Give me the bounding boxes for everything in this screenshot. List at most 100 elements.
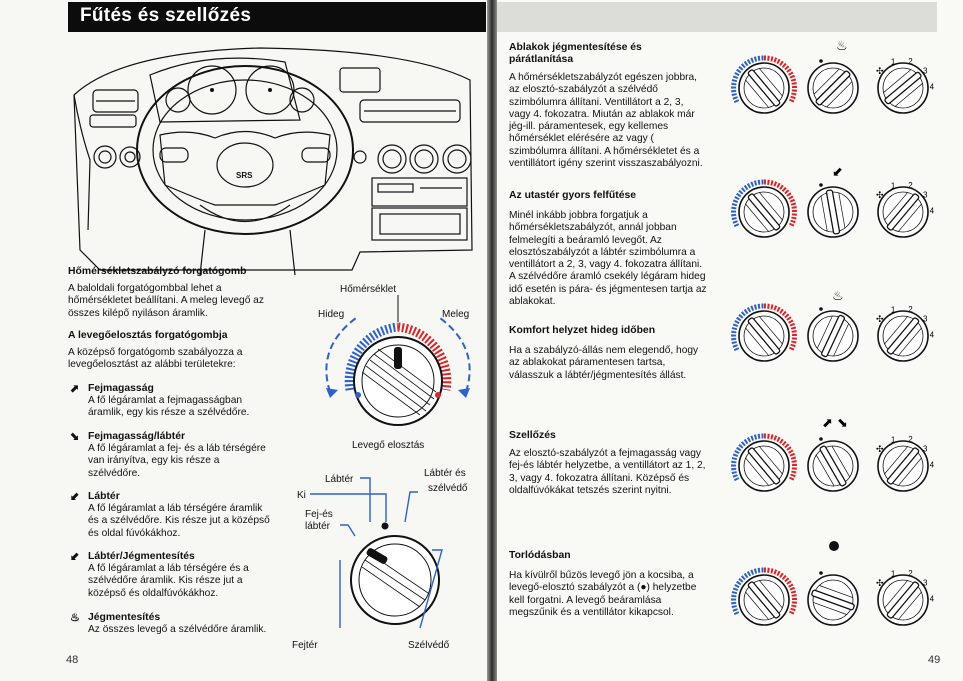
fan-speed-number: 3 (923, 578, 928, 587)
fan-speed-number: 1 (891, 306, 896, 315)
recirculation-dot-icon (829, 541, 839, 551)
fan-speed-number: 1 (891, 58, 896, 67)
dist-knob (807, 307, 859, 362)
fan-speed-number: 4 (930, 330, 935, 339)
cold-label: Hideg (318, 309, 344, 320)
fan-speed-number: 2 (908, 57, 913, 66)
foot-icon: ⬋ (832, 165, 843, 180)
fej-es-labter-line: lábtér (305, 521, 331, 532)
page-title: Fűtés és szellőzés (80, 5, 252, 26)
fan-speed-number: 3 (923, 190, 928, 199)
ventilation-text: Az elosztó-szabályzót a fejmagasság vagy… (509, 448, 706, 496)
szelvedo-label: Szélvédő (408, 640, 450, 651)
item-text: Az összes levegő a szélvédőre áramlik. (88, 624, 267, 635)
fan-knob: 1 2 34 ✣ (876, 305, 935, 362)
title-bar (68, 2, 486, 32)
temp-knob (731, 55, 797, 114)
fan-knob: 1 2 34 ✣ (876, 181, 935, 238)
fan-speed-number: 1 (891, 436, 896, 445)
fan-speed-number: 2 (908, 569, 913, 578)
temp-knob (731, 179, 797, 238)
defrost-icon: ♨ (836, 39, 848, 54)
temp-knob-heading: Hőmérsékletszabályzó forgatógomb (68, 266, 247, 277)
fan-speed-number: 1 (891, 182, 896, 191)
item-text: A fő légáramlat a fejmagasságban áramlik… (88, 395, 250, 419)
fast-heat-text: Minél inkább jobbra forgatjuk a hőmérsék… (509, 210, 707, 308)
fan-speed-number: 3 (923, 314, 928, 323)
ventilation-heading: Szellőzés (509, 430, 556, 441)
fan-icon: ✣ (876, 315, 884, 325)
fan-speed-number: 3 (923, 66, 928, 75)
dist-knob-heading: A levegőelosztás forgatógombja (68, 330, 228, 341)
dashboard-illustration: SRS (73, 47, 473, 276)
temp-knob (731, 567, 797, 626)
fej-es-labter-line: Fej-és (305, 509, 333, 520)
fan-speed-number: 4 (930, 206, 935, 215)
labter-label: Lábtér (325, 474, 354, 485)
foot-defrost-icon: ⬋ (70, 551, 80, 563)
temp-knob (731, 433, 797, 492)
fan-speed-number: 2 (908, 305, 913, 314)
fan-speed-number: 2 (908, 435, 913, 444)
item-title: Lábtér (88, 491, 120, 502)
face-foot-icon: ⬈ ⬊ (822, 416, 848, 431)
item-title: Fejmagasság (88, 383, 154, 394)
dist-knob (807, 183, 859, 238)
dist-knob-text: A középső forgatógomb szabályozza a leve… (68, 347, 243, 371)
fan-icon: ✣ (876, 445, 884, 455)
face-vent-icon: ⬈ (70, 383, 80, 395)
defrost-text: A hőmérsékletszabályzót egészen jobbra, … (509, 72, 703, 170)
labter-es-szelvedo-line: Lábtér és (424, 468, 466, 479)
fan-icon: ✣ (876, 67, 884, 77)
fan-speed-number: 4 (930, 460, 935, 469)
labter-es-szelvedo-label: Lábtér és szélvédő (424, 468, 468, 494)
item-text: A fő légáramlat a láb térségére és a szé… (88, 563, 249, 599)
traffic-heading: Torlódásban (509, 550, 571, 561)
fan-knob: 1 2 34 ✣ (876, 57, 935, 114)
item-title: Lábtér/Jégmentesítés (88, 551, 195, 562)
temperature-dial-figure: Hőmérséklet Hideg Meleg Levegő elosztás (318, 284, 471, 451)
item-title: Jégmentesítés (88, 612, 161, 623)
traffic-text: Ha kívülről bűzös levegő jön a kocsiba, … (509, 570, 697, 618)
foot-defrost-icon: ♨ (832, 289, 844, 304)
fan-icon: ✣ (876, 191, 884, 201)
warm-label: Meleg (442, 309, 469, 320)
item-text: A fő légáramlat a láb térségére áramlik … (88, 503, 270, 539)
dist-caption: Levegő elosztás (352, 440, 424, 451)
comfort-text: Ha a szabályzó-állás nem elegendő, hogy … (509, 345, 699, 381)
fej-es-labter-label: Fej-és lábtér (305, 509, 336, 532)
page-number: 48 (66, 654, 79, 666)
left-page: Fűtés és szellőzés (0, 0, 487, 681)
srs-label: SRS (236, 171, 253, 180)
labter-es-szelvedo-line: szélvédő (428, 483, 468, 494)
fan-speed-number: 1 (891, 570, 896, 579)
title-rule (497, 2, 937, 32)
temp-knob (731, 303, 797, 362)
fejter-label: Fejtér (292, 640, 318, 651)
page-number: 49 (928, 654, 941, 666)
fan-speed-number: 4 (930, 82, 935, 91)
dist-knob (807, 59, 859, 114)
fan-knob: 1 2 34 ✣ (876, 435, 935, 492)
fan-speed-number: 2 (908, 181, 913, 190)
temp-knob-text: A baloldali forgatógombbal lehet a hőmér… (68, 283, 264, 319)
item-text: A fő légáramlat a fej- és a láb térségér… (88, 443, 266, 479)
fan-speed-number: 3 (923, 444, 928, 453)
item-title: Fejmagasság/lábtér (88, 431, 186, 442)
gutter (487, 0, 497, 681)
dist-knob (807, 437, 859, 492)
ki-label: Ki (297, 490, 306, 501)
foot-icon: ⬋ (70, 491, 80, 503)
face-foot-icon: ⬊ (70, 431, 80, 443)
dist-knob (807, 571, 859, 626)
temp-dial-title: Hőmérséklet (340, 284, 396, 295)
defrost-heading: Ablakok jégmentesítése és párátlanítása (509, 42, 642, 65)
fan-knob: 1 2 34 ✣ (876, 569, 935, 626)
fast-heat-heading: Az utastér gyors felfűtése (509, 190, 637, 201)
fan-icon: ✣ (876, 579, 884, 589)
distribution-dial-figure: Lábtér Ki Fej-és lábtér Lábtér és szélvé… (292, 468, 468, 651)
fan-speed-number: 4 (930, 594, 935, 603)
comfort-heading: Komfort helyzet hideg időben (509, 325, 656, 336)
